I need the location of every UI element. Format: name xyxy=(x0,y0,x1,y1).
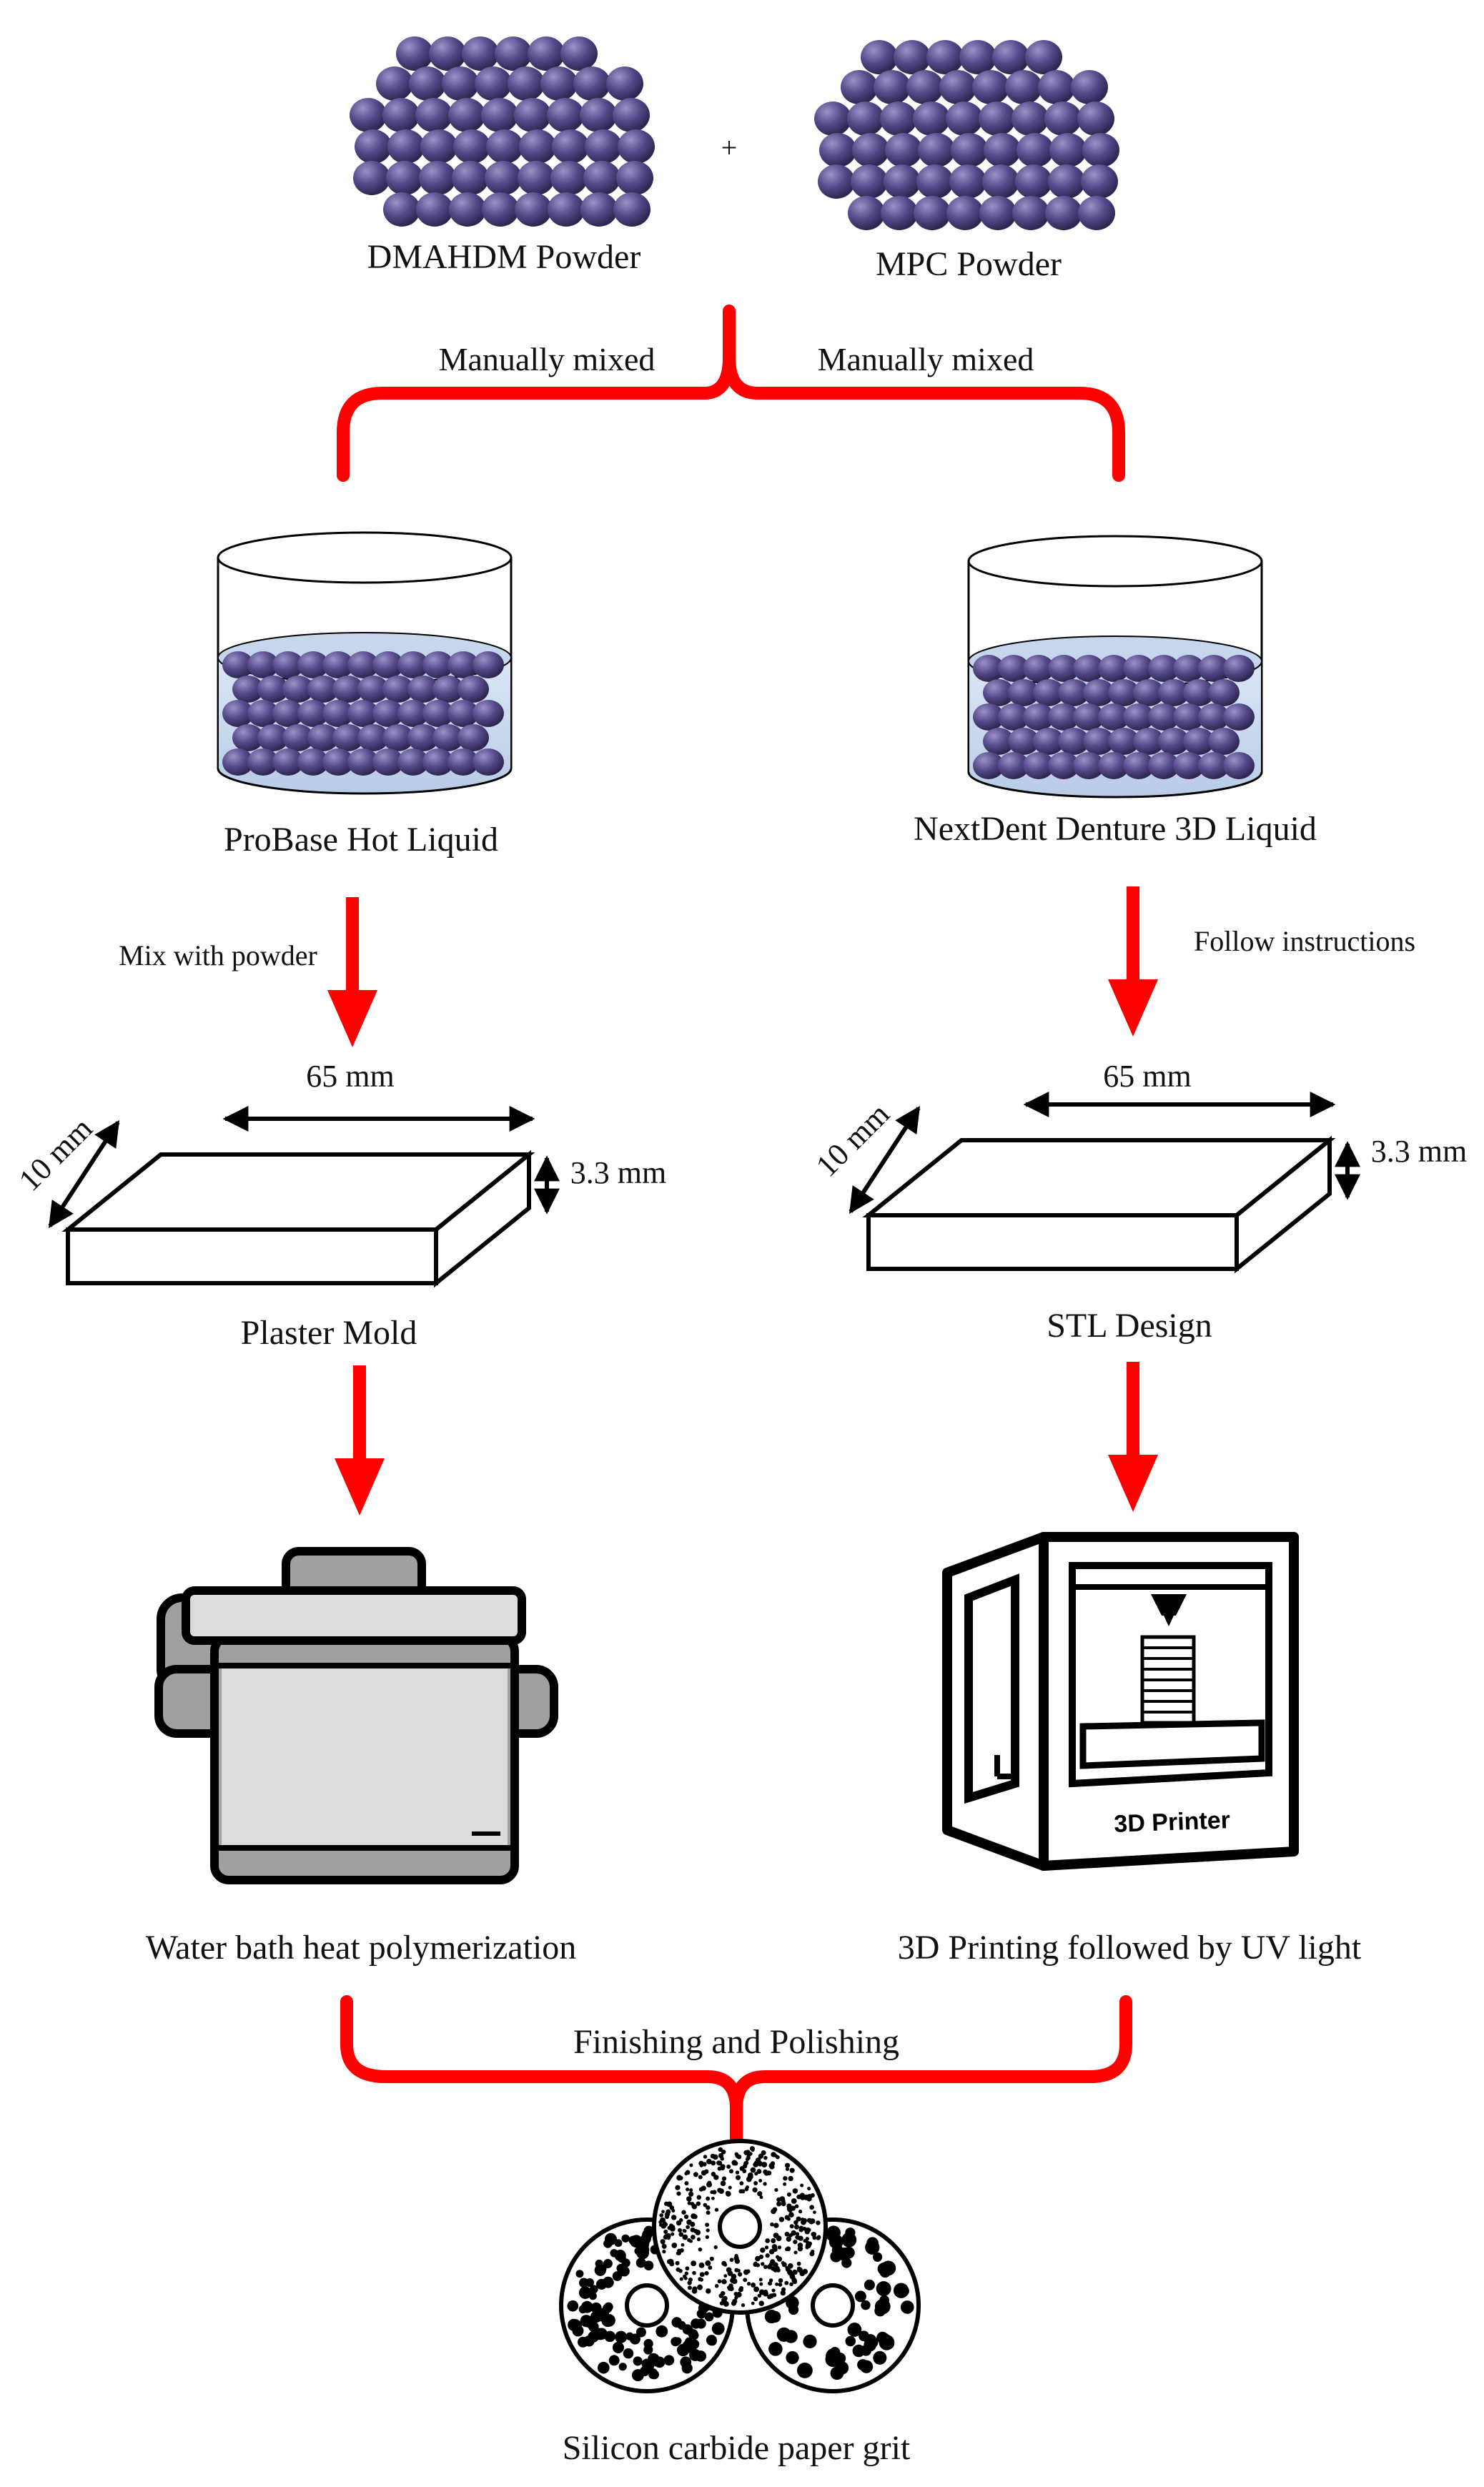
plaster-mold-specimen-icon xyxy=(48,1106,560,1288)
length-label-left: 65 mm xyxy=(306,1059,394,1094)
step-label-right: Follow instructions xyxy=(1194,925,1415,957)
process-label-right: 3D Printing followed by UV light xyxy=(898,1929,1362,1967)
form-label-right: STL Design xyxy=(1047,1307,1212,1345)
arrow-to-printer xyxy=(1108,1362,1158,1512)
liquid-label-right: NextDent Denture 3D Liquid xyxy=(914,810,1317,848)
arrow-mix-with-powder xyxy=(327,897,377,1047)
finishing-label: Finishing and Polishing xyxy=(573,2023,899,2061)
process-label-left: Water bath heat polymerization xyxy=(146,1929,577,1967)
arrow-to-water-bath xyxy=(335,1365,385,1516)
printed-object xyxy=(1140,1635,1196,1725)
height-label-left: 3.3 mm xyxy=(570,1155,666,1190)
cooking-pot-icon xyxy=(154,1547,558,1884)
mpc-powder-icon xyxy=(814,40,1119,230)
plus-sign: + xyxy=(721,132,738,164)
grit-label: Silicon carbide paper grit xyxy=(563,2429,911,2467)
3d-printer-icon: 3D Printer xyxy=(942,1532,1299,1871)
powder-label-right: MPC Powder xyxy=(876,245,1062,283)
stl-design-specimen-icon xyxy=(849,1092,1360,1274)
printer-label: 3D Printer xyxy=(1114,1806,1231,1838)
length-label-right: 65 mm xyxy=(1103,1059,1191,1094)
liquid-label-left: ProBase Hot Liquid xyxy=(224,821,498,859)
mix-brace xyxy=(337,305,1125,482)
dmahdm-powder-icon xyxy=(350,36,655,227)
form-label-left: Plaster Mold xyxy=(241,1314,417,1352)
mix-label-right: Manually mixed xyxy=(818,341,1034,377)
probase-beaker-icon xyxy=(217,531,513,795)
step-label-left: Mix with powder xyxy=(119,939,317,971)
finishing-brace xyxy=(340,1995,1132,2158)
sandpaper-disc-icon xyxy=(559,2139,921,2393)
powder-label-left: DMAHDM Powder xyxy=(367,238,641,276)
width-label-right: 10 mm xyxy=(809,1097,896,1184)
width-label-left: 10 mm xyxy=(12,1111,99,1198)
arrow-follow-instructions xyxy=(1108,886,1158,1037)
mix-label-left: Manually mixed xyxy=(439,341,656,377)
nextdent-beaker-icon xyxy=(967,535,1263,798)
height-label-right: 3.3 mm xyxy=(1371,1134,1467,1169)
